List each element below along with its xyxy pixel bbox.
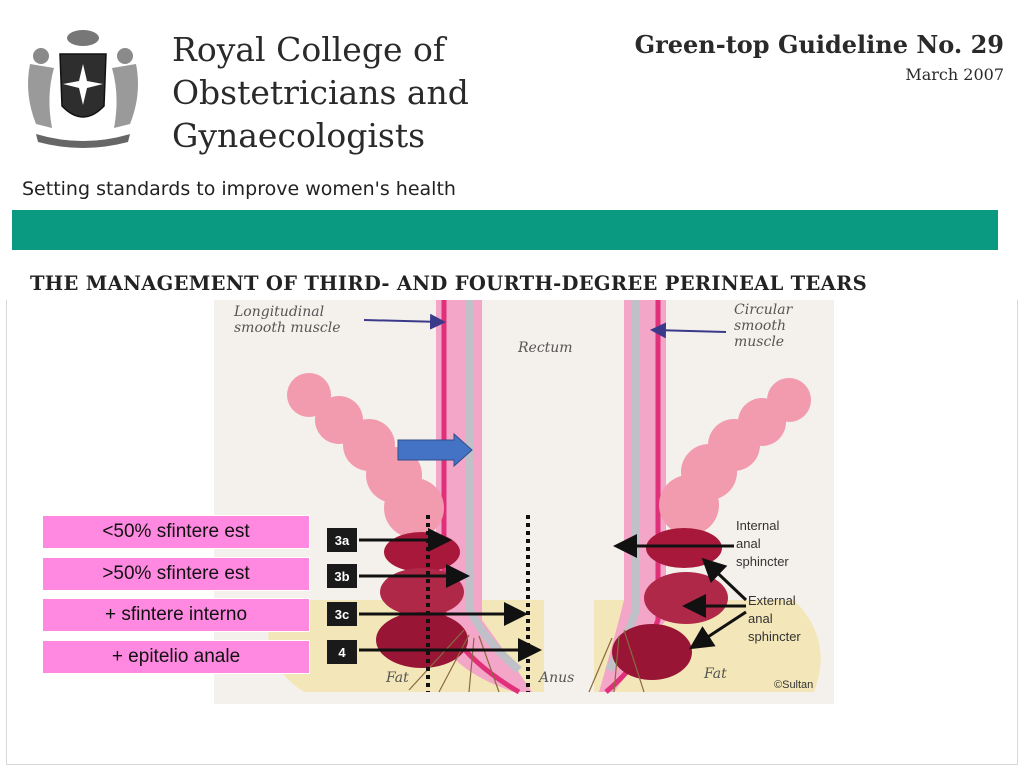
label-anus: Anus [537,670,574,686]
label-circular-2: smooth [734,318,786,334]
grade-tag-3c: 3c [327,602,357,626]
organization-name: Royal College of Obstetricians and Gynae… [172,28,469,157]
annotation-box-3b: >50% sfintere est [42,557,310,591]
organization-line: Gynaecologists [172,114,469,157]
label-longitudinal-1: Longitudinal [233,304,324,320]
annotation-box-3c: + sfintere interno [42,598,310,632]
label-internal-3: sphincter [736,554,789,569]
grade-tag-3a: 3a [327,528,357,552]
organization-line: Obstetricians and [172,71,469,114]
annotation-box-4: + epitelio anale [42,640,310,674]
left-sphincter-complex [376,532,468,668]
label-internal-1: Internal [736,518,779,533]
guideline-number: Green-top Guideline No. 29 [635,30,1004,59]
label-external-3: sphincter [748,629,801,644]
guideline-info: Green-top Guideline No. 29 March 2007 [635,30,1004,84]
document-title: THE MANAGEMENT OF THIRD- AND FOURTH-DEGR… [30,272,867,295]
label-copyright: ©Sultan [774,679,813,691]
rcog-crest-logo [18,24,148,152]
label-internal-2: anal [736,536,761,551]
annotation-box-3a: <50% sfintere est [42,515,310,549]
tagline: Setting standards to improve women's hea… [22,178,456,200]
guideline-date: March 2007 [635,65,1004,84]
label-external-1: External [748,593,796,608]
label-circular-3: muscle [734,334,784,350]
label-rectum: Rectum [517,340,573,356]
label-external-2: anal [748,611,773,626]
organization-line: Royal College of [172,28,469,71]
grade-tag-4: 4 [327,640,357,664]
grade-tag-3b: 3b [327,564,357,588]
label-fat-right: Fat [703,666,727,682]
guideline-header: Royal College of Obstetricians and Gynae… [0,0,1024,300]
label-circular-1: Circular [734,302,794,318]
label-longitudinal-2: smooth muscle [234,320,341,336]
green-banner [12,210,998,250]
label-fat-left: Fat [385,670,409,686]
